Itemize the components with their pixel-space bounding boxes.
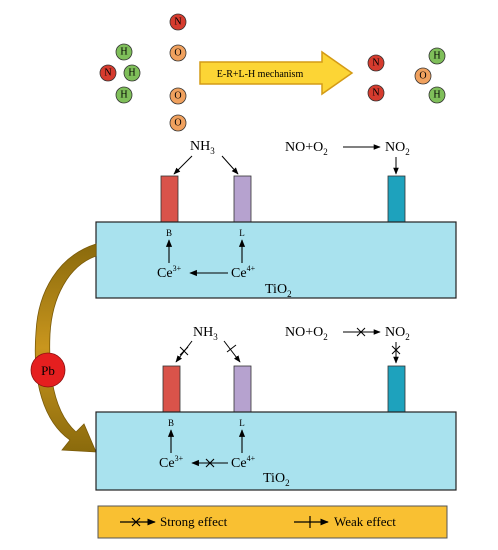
svg-text:N: N (104, 68, 111, 79)
svg-text:H: H (128, 68, 135, 79)
hydrogen-atom: H (123, 64, 141, 82)
svg-text:O: O (419, 71, 426, 82)
pb-poison: Pb (30, 352, 66, 388)
weak-effect-label: Weak effect (334, 514, 396, 529)
strong-effect-label: Strong effect (160, 514, 228, 529)
legend-box (97, 505, 448, 539)
no2-site-pillar (387, 365, 406, 413)
nh3-label: NH3 (190, 139, 215, 156)
ce4-label: Ce4+ (231, 454, 256, 471)
tio2-label: TiO2 (265, 282, 292, 299)
nitrogen-atom: N (367, 84, 385, 102)
nh3-to-lewis-arrow (223, 340, 241, 363)
svg-text:O: O (174, 91, 181, 102)
bronsted-site-label: B (166, 228, 172, 238)
ce3-label: Ce3+ (159, 454, 184, 471)
nitrogen-atom: N (367, 54, 385, 72)
strong-effect-cross (205, 458, 215, 468)
nitrogen-atom: N (169, 13, 187, 31)
tio2-slab (95, 221, 457, 299)
lewis-site-label: L (239, 418, 245, 428)
strong-effect-cross (356, 327, 366, 337)
no2-site-pillar (387, 175, 406, 223)
tio2-slab (95, 411, 457, 491)
poisoned-catalyst-panel: NH3 NO+O2 NO2 B L Ce3+ Ce4+ (95, 325, 457, 491)
weak-effect-bar (226, 344, 237, 353)
svg-text:H: H (433, 90, 440, 101)
nh3-to-lewis-arrow (221, 155, 239, 175)
mechanism-arrow: E-R+L-H mechanism (199, 50, 354, 96)
hydrogen-atom: H (115, 86, 133, 104)
strong-effect-cross (179, 346, 189, 356)
reactant-molecules: N O O O H N H H (99, 13, 187, 132)
svg-text:N: N (372, 58, 379, 69)
nh3-label: NH3 (193, 325, 218, 342)
pb-poisoning-arrow (34, 243, 97, 453)
hydrogen-atom: H (115, 43, 133, 61)
fresh-catalyst-panel: NH3 NO+O2 NO2 B L Ce3+ Ce4+ TiO2 (95, 139, 457, 299)
svg-text:H: H (120, 47, 127, 58)
bronsted-site-label: B (168, 418, 174, 428)
oxygen-atom: O (169, 44, 187, 62)
svg-text:H: H (433, 51, 440, 62)
no-o2-label: NO+O2 (285, 325, 328, 342)
pb-label: Pb (41, 363, 55, 378)
legend: Strong effect Weak effect (97, 505, 448, 539)
strong-effect-cross (131, 517, 141, 527)
svg-text:N: N (174, 17, 181, 28)
svg-text:O: O (174, 48, 181, 59)
lewis-site-label: L (239, 228, 245, 238)
mechanism-label: E-R+L-H mechanism (217, 69, 304, 80)
strong-effect-cross (391, 345, 401, 355)
lewis-site-pillar (233, 175, 252, 223)
ce4-label: Ce4+ (231, 264, 256, 281)
bronsted-site-pillar (162, 365, 181, 413)
nitrogen-atom: N (99, 64, 117, 82)
ce3-label: Ce3+ (157, 264, 182, 281)
hydrogen-atom: H (428, 47, 446, 65)
no2-label: NO2 (385, 140, 410, 157)
svg-text:O: O (174, 118, 181, 129)
svg-text:N: N (372, 88, 379, 99)
oxygen-atom: O (169, 114, 187, 132)
tio2-label: TiO2 (263, 471, 290, 488)
svg-text:H: H (120, 90, 127, 101)
hydrogen-atom: H (428, 86, 446, 104)
bronsted-site-pillar (160, 175, 179, 223)
oxygen-atom: O (169, 87, 187, 105)
oxygen-atom: O (414, 67, 432, 85)
no2-label: NO2 (385, 325, 410, 342)
no-o2-label: NO+O2 (285, 140, 328, 157)
lewis-site-pillar (233, 365, 252, 413)
product-molecules: N N H O H (367, 47, 446, 104)
nh3-to-bronsted-arrow (173, 155, 193, 175)
